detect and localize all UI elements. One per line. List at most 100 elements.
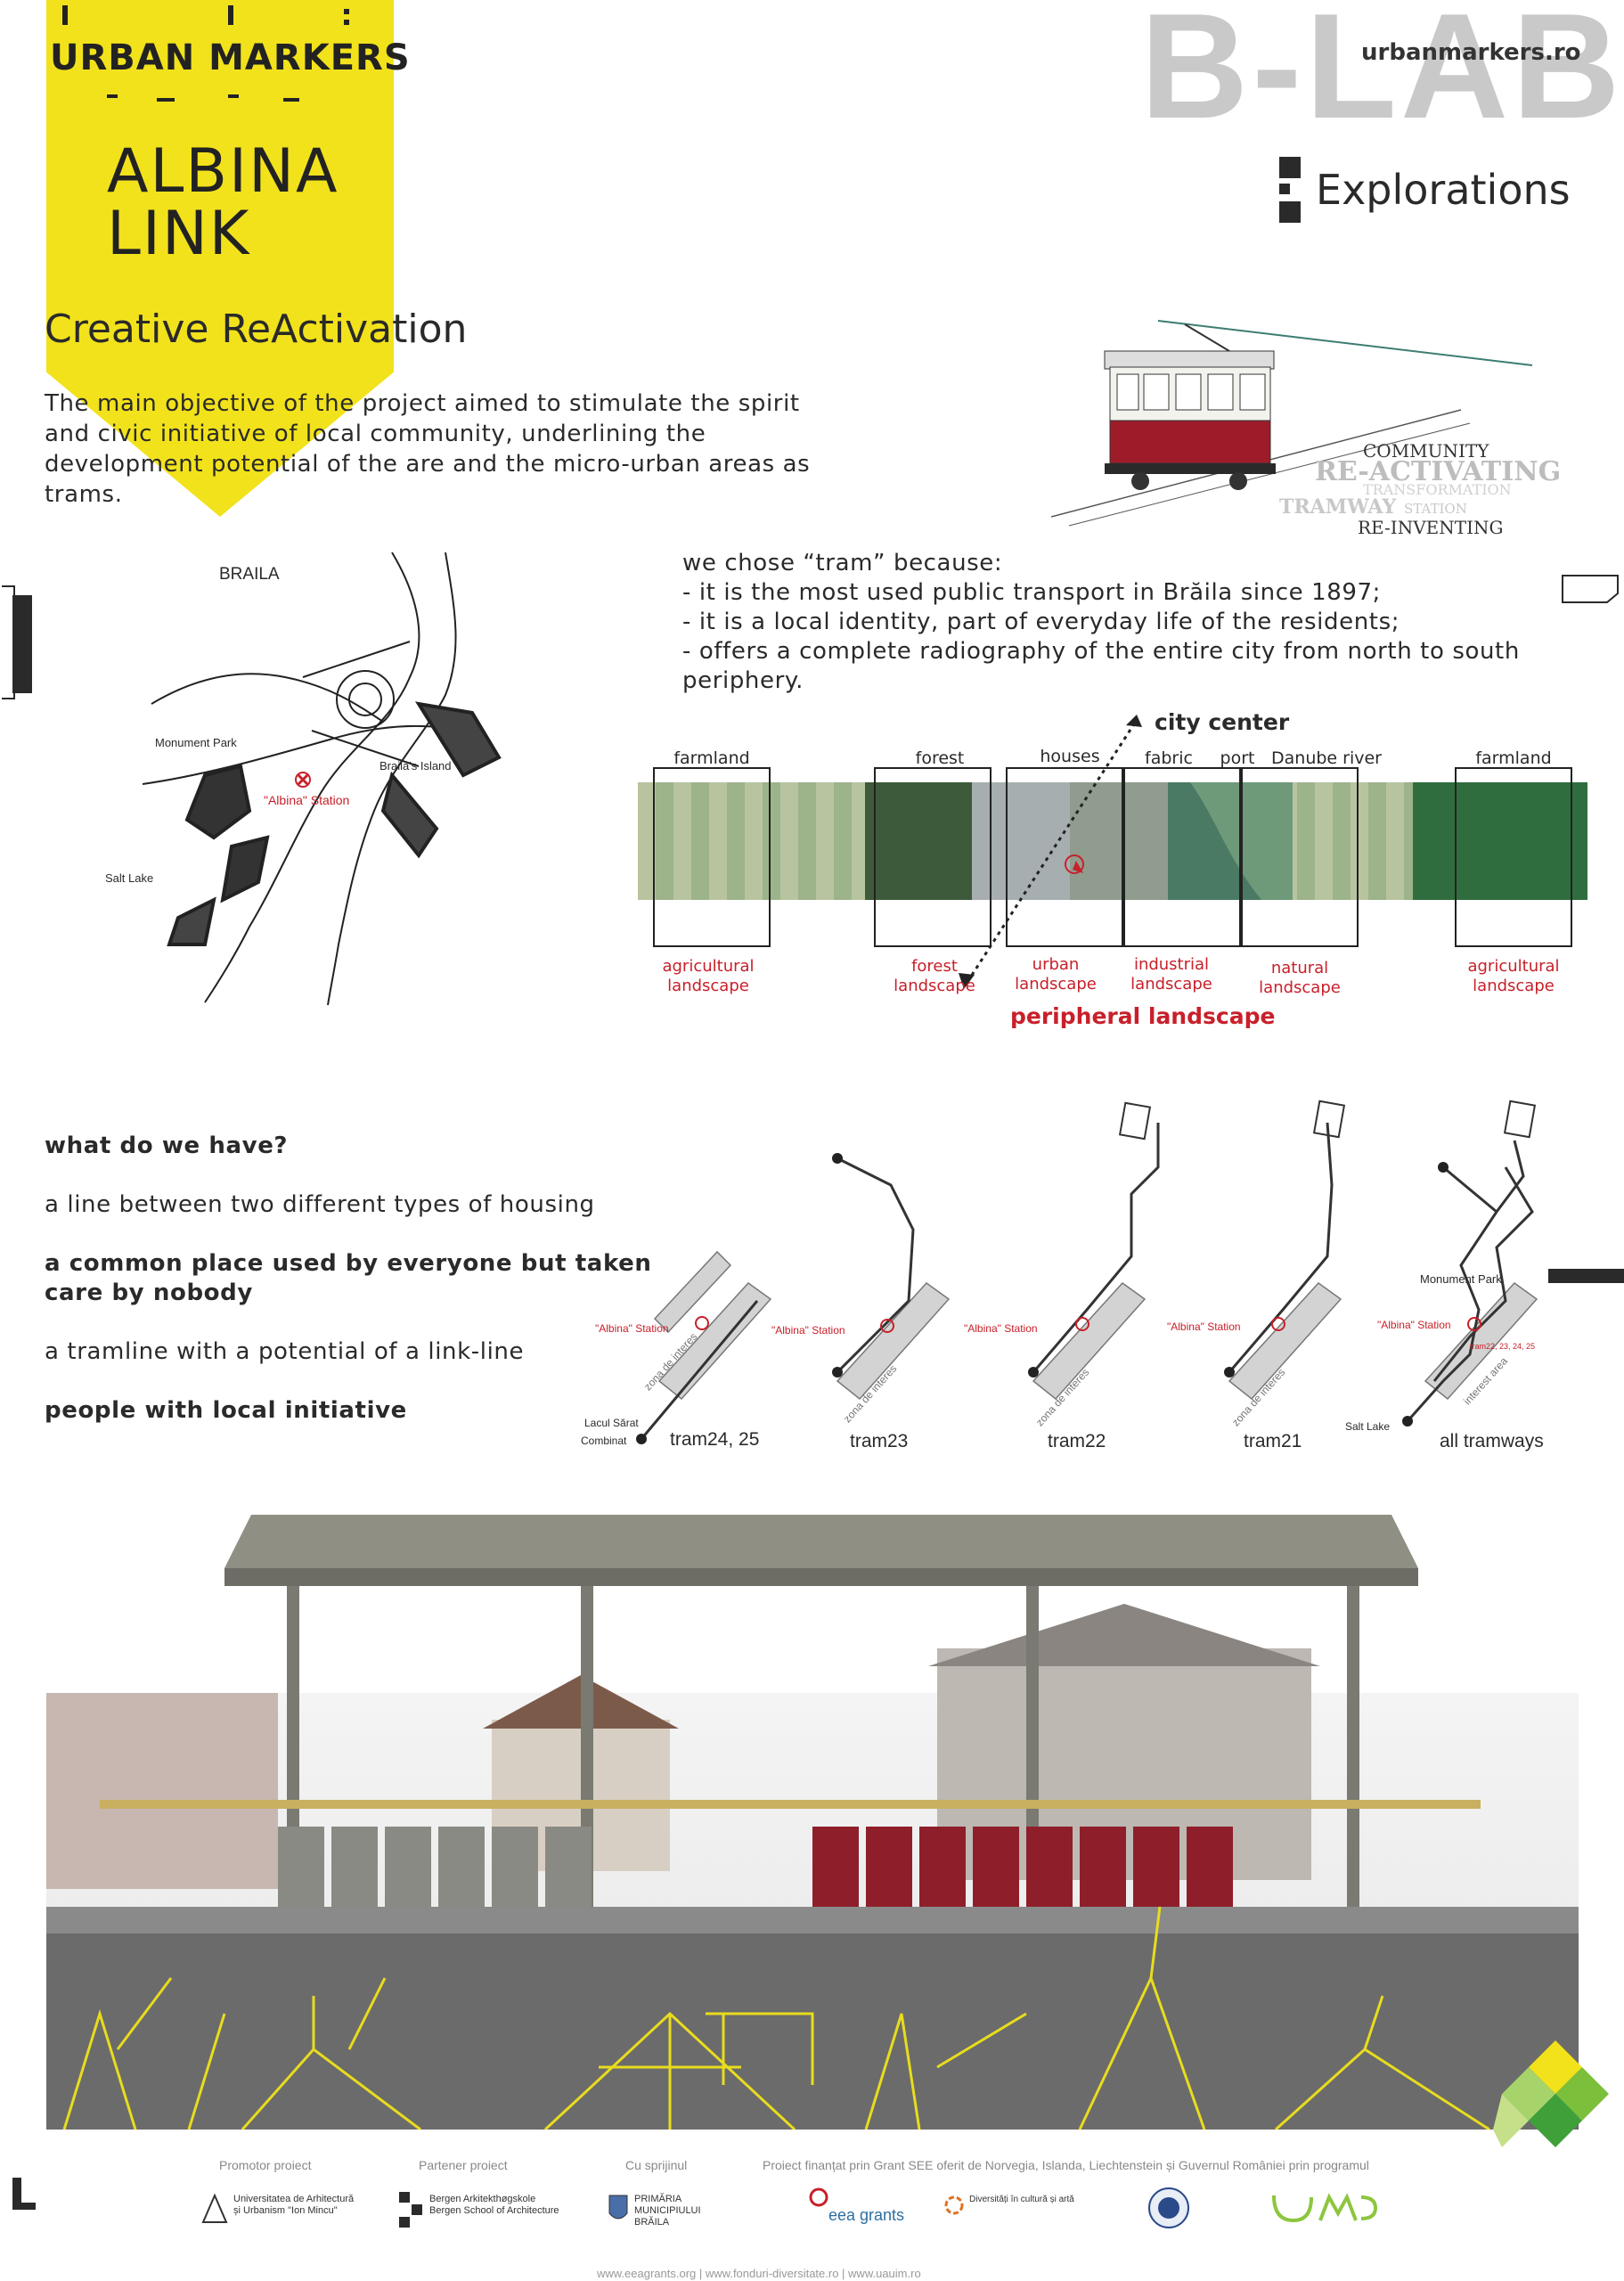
all-salt-lake: Salt Lake [1345, 1420, 1391, 1433]
urban-markers-logo-marks [62, 5, 349, 102]
footer-finantat: Proiect finanțat prin Grant SEE oferit d… [763, 2158, 1369, 2172]
tram-line-diagrams [636, 1100, 1538, 1444]
bergen-logo-text: Bergen Arkitekthøgskole Bergen School of… [429, 2194, 559, 2216]
tram-word-tramway: TRAMWAY [1279, 495, 1397, 519]
have-title: what do we have? [45, 1132, 289, 1159]
map-island: Braila's Island [379, 759, 452, 773]
footer-promotor: Promotor proiect [219, 2158, 312, 2172]
map-salt-lake: Salt Lake [105, 871, 154, 885]
strip-bottom-agricultural-1: agricultural landscape [650, 957, 766, 996]
lab-title: B-LAB [1140, 0, 1624, 150]
tram-station-collage [46, 1515, 1579, 2130]
tram22-label: tram22 [1048, 1431, 1106, 1451]
diversitate-logo-icon [944, 2195, 964, 2215]
strip-bottom-urban-line2: landscape [1015, 975, 1097, 993]
tram21-label: tram21 [1244, 1431, 1302, 1451]
why-tram-text: we chose “tram” because: - it is the mos… [682, 549, 1582, 696]
primaria-logo-text: PRIMĂRIA MUNICIPIULUI BRĂILA [634, 2194, 701, 2228]
strip-bottom-natural: natural landscape [1242, 959, 1358, 998]
eea-logo-text: eea grants [828, 2206, 905, 2224]
bottom-corner-marker [12, 2178, 36, 2210]
braila-map [142, 552, 502, 1006]
strip-bottom-forest-line2: landscape [894, 977, 975, 995]
project-title: ALBINA LINK [107, 141, 339, 266]
strip-bottom-agricultural-1-line1: agricultural [662, 957, 755, 976]
have-item-2: a common place used by everyone but take… [45, 1250, 652, 1306]
section-title: Explorations [1316, 166, 1571, 214]
project-title-line2: LINK [107, 199, 251, 269]
tram23-station: "Albina" Station [771, 1324, 845, 1337]
primaria-crest-icon [608, 2195, 628, 2220]
all-trams-label: all tramways [1440, 1431, 1544, 1451]
strip-bottom-natural-line1: natural [1270, 959, 1329, 977]
combinat-label: Combinat [581, 1435, 627, 1447]
strip-bottom-industrial-line2: landscape [1130, 975, 1212, 993]
intro-title: Creative ReActivation [45, 307, 468, 352]
ump-logo [1272, 2193, 1377, 2223]
diversity-logo [1493, 2040, 1609, 2147]
peripheral-label: peripheral landscape [1010, 1003, 1276, 1029]
tram-word-station: STATION [1404, 501, 1467, 517]
footer-partener: Partener proiect [419, 2158, 508, 2172]
site-url[interactable]: urbanmarkers.ro [1361, 39, 1581, 66]
intro-text: The main objective of the project aimed … [45, 390, 811, 508]
have-item-4: people with local initiative [45, 1397, 407, 1424]
project-title-line1: ALBINA [107, 136, 339, 207]
bergen-logo-icon [399, 2192, 422, 2228]
strip-top-farmland-2: farmland [1475, 748, 1552, 768]
why-reason-2: - it is a local identity, part of everyd… [682, 609, 1400, 635]
strip-top-forest: forest [915, 748, 965, 768]
landscape-strip [638, 715, 1587, 989]
tram-word-transformation: TRANSFORMATION [1363, 481, 1512, 498]
why-reason-3: - offers a complete radiography of the e… [682, 638, 1520, 694]
why-reason-1: - it is the most used public transport i… [682, 579, 1382, 606]
eea-logo-icon [809, 2187, 828, 2207]
uaum-logo-text: Universitatea de Arhitectură și Urbanism… [233, 2194, 355, 2216]
strip-top-farmland-1: farmland [673, 748, 750, 768]
romania-seal-icon [1148, 2187, 1189, 2228]
strip-bottom-urban: urban landscape [998, 955, 1114, 994]
tram21-station: "Albina" Station [1167, 1320, 1241, 1333]
have-item-1: a line between two different types of ho… [45, 1191, 595, 1218]
left-bracket-marker [2, 585, 32, 699]
tram23-label: tram23 [850, 1431, 909, 1451]
strip-top-port: port [1220, 748, 1255, 768]
strip-bottom-industrial-line1: industrial [1133, 955, 1210, 974]
diversitate-logo-text: Diversități în cultură și artă [969, 2195, 1074, 2204]
strip-bottom-forest-line1: forest [911, 957, 958, 976]
strip-bottom-natural-line2: landscape [1259, 978, 1341, 997]
right-tab-marker [1562, 575, 1619, 603]
map-city-label: BRAILA [219, 565, 280, 584]
strip-bottom-agricultural-2: agricultural landscape [1456, 957, 1571, 996]
strip-top-danube: Danube river [1271, 748, 1382, 768]
all-monument-park: Monument Park [1420, 1272, 1502, 1286]
right-bar-marker [1548, 1269, 1624, 1283]
all-lines-label: tram22, 23, 24, 25 [1470, 1342, 1536, 1351]
lacul-sarat-label: Lacul Sărat [584, 1417, 639, 1429]
map-station: "Albina" Station [264, 793, 350, 807]
have-item-3: a tramline with a potential of a link-li… [45, 1338, 525, 1365]
tram24-label: tram24, 25 [670, 1429, 760, 1450]
tram-word-reinventing: RE-INVENTING [1358, 517, 1504, 538]
tram22-station: "Albina" Station [964, 1322, 1038, 1335]
tram-illustration [1051, 320, 1533, 527]
strip-top-fabric: fabric [1145, 748, 1193, 768]
strip-bottom-agricultural-2-line1: agricultural [1467, 957, 1560, 976]
tram-word-community: COMMUNITY [1363, 440, 1489, 462]
brand-title: URBAN MARKERS [50, 37, 411, 78]
strip-top-houses: houses [1040, 747, 1100, 766]
map-monument-park: Monument Park [155, 736, 237, 749]
strip-bottom-forest: forest landscape [877, 957, 992, 996]
uaum-logo-icon [201, 2194, 228, 2223]
all-station: "Albina" Station [1377, 1319, 1451, 1331]
strip-bottom-agricultural-1-line2: landscape [667, 977, 749, 995]
strip-bottom-urban-line1: urban [1032, 955, 1080, 974]
footer-sprijin: Cu sprijinul [625, 2158, 688, 2172]
footer-links[interactable]: www.eeagrants.org | www.fonduri-diversit… [597, 2267, 921, 2280]
why-lead: we chose “tram” because: [682, 550, 1003, 576]
city-center-label: city center [1155, 709, 1290, 735]
strip-bottom-agricultural-2-line2: landscape [1473, 977, 1555, 995]
tram-word-reactivating: RE-ACTIVATING [1315, 456, 1562, 487]
tram24-station: "Albina" Station [595, 1322, 669, 1335]
have-list: what do we have? a line between two diff… [45, 1132, 659, 1455]
